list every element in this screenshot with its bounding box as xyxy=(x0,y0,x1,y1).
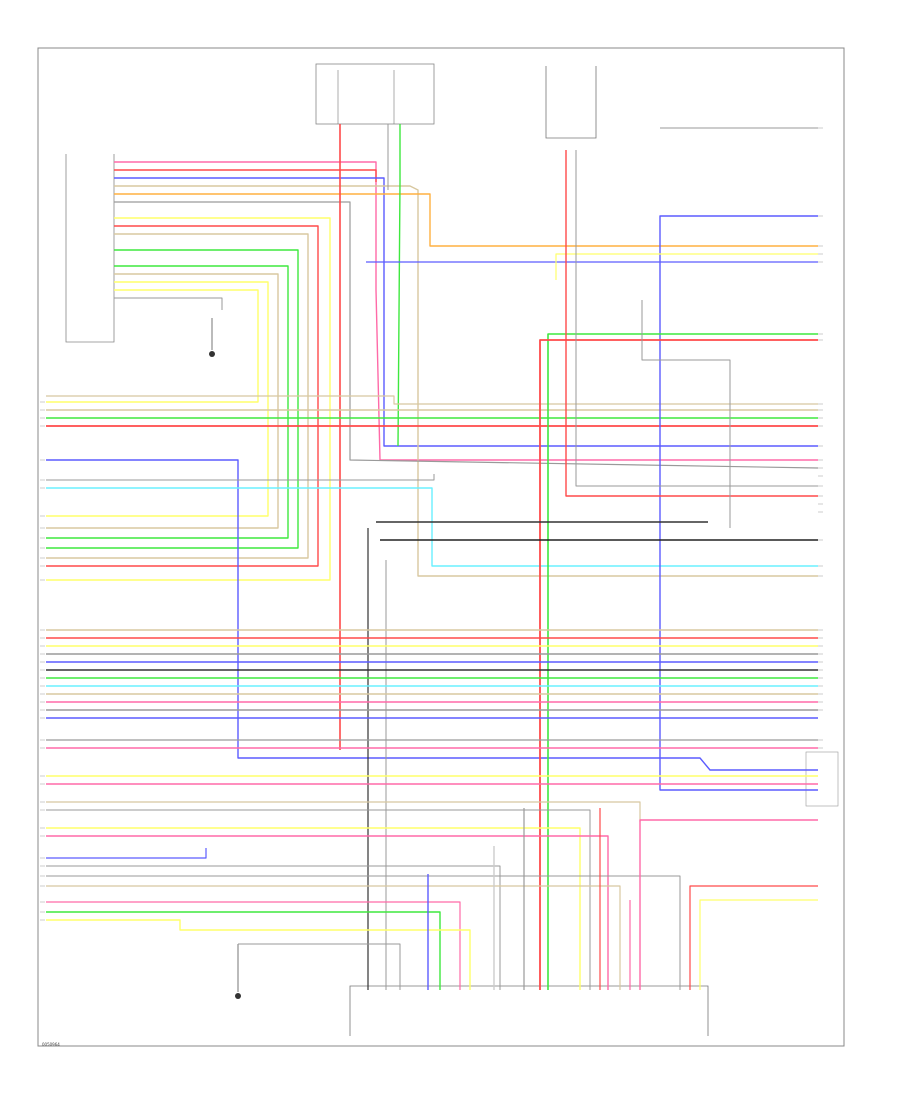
wire-tan-2 xyxy=(46,273,279,529)
wire-green-1 xyxy=(46,249,299,549)
wire-858 xyxy=(46,848,207,859)
wire-920 xyxy=(46,919,471,990)
ground-symbol-bottom xyxy=(235,944,241,999)
ground-symbol-left xyxy=(209,318,215,357)
wire-gray-2 xyxy=(46,474,435,481)
upper-right-connector xyxy=(545,66,597,139)
wire-blue-long xyxy=(46,459,818,771)
bottom-main-connector xyxy=(349,985,709,1036)
wire-886-right xyxy=(689,885,818,990)
wire-bus-tan-2 xyxy=(46,395,818,405)
wire-900-right xyxy=(699,899,818,990)
wire-836 xyxy=(46,835,609,990)
wire-red-vert xyxy=(565,150,818,497)
wire-cyan xyxy=(46,487,818,567)
wire-810 xyxy=(46,809,591,990)
right-side-connector xyxy=(805,751,839,807)
wire-yellow-right xyxy=(555,253,818,280)
wire-802 xyxy=(46,801,641,822)
wire-912 xyxy=(46,911,441,990)
wire-right-green xyxy=(547,333,818,990)
fuse-block xyxy=(315,63,435,125)
wire-orange-top xyxy=(114,193,818,247)
wire-gray-loop xyxy=(641,300,731,528)
wire-pink-top xyxy=(114,161,818,461)
wire-ground-lead xyxy=(114,297,223,310)
left-control-module xyxy=(65,154,115,343)
footer-code: 0050964 xyxy=(42,1042,60,1047)
wire-828 xyxy=(46,827,581,990)
wire-right-red xyxy=(539,339,818,990)
wire-866 xyxy=(46,865,501,990)
wire-yellow-1 xyxy=(46,217,331,581)
wire-876 xyxy=(46,875,681,990)
wire-green-2 xyxy=(46,265,289,539)
diagram-frame xyxy=(37,47,845,1047)
wire-tan-top xyxy=(114,185,818,577)
wire-ground-bottom xyxy=(238,943,401,990)
wire-right-blue xyxy=(659,215,818,791)
wire-fuse-green xyxy=(397,124,401,447)
wire-yellow-3 xyxy=(46,289,259,403)
wire-gray-top xyxy=(114,201,819,469)
wire-820-right xyxy=(639,819,818,990)
wire-yellow-2 xyxy=(46,281,269,517)
wire-gray-vert xyxy=(575,150,818,487)
wire-blue-top xyxy=(114,177,818,447)
wire-red-top xyxy=(114,169,377,182)
wire-886 xyxy=(46,885,621,990)
wire-layer xyxy=(46,124,819,990)
wire-902 xyxy=(46,901,461,990)
label-layer xyxy=(40,127,823,921)
